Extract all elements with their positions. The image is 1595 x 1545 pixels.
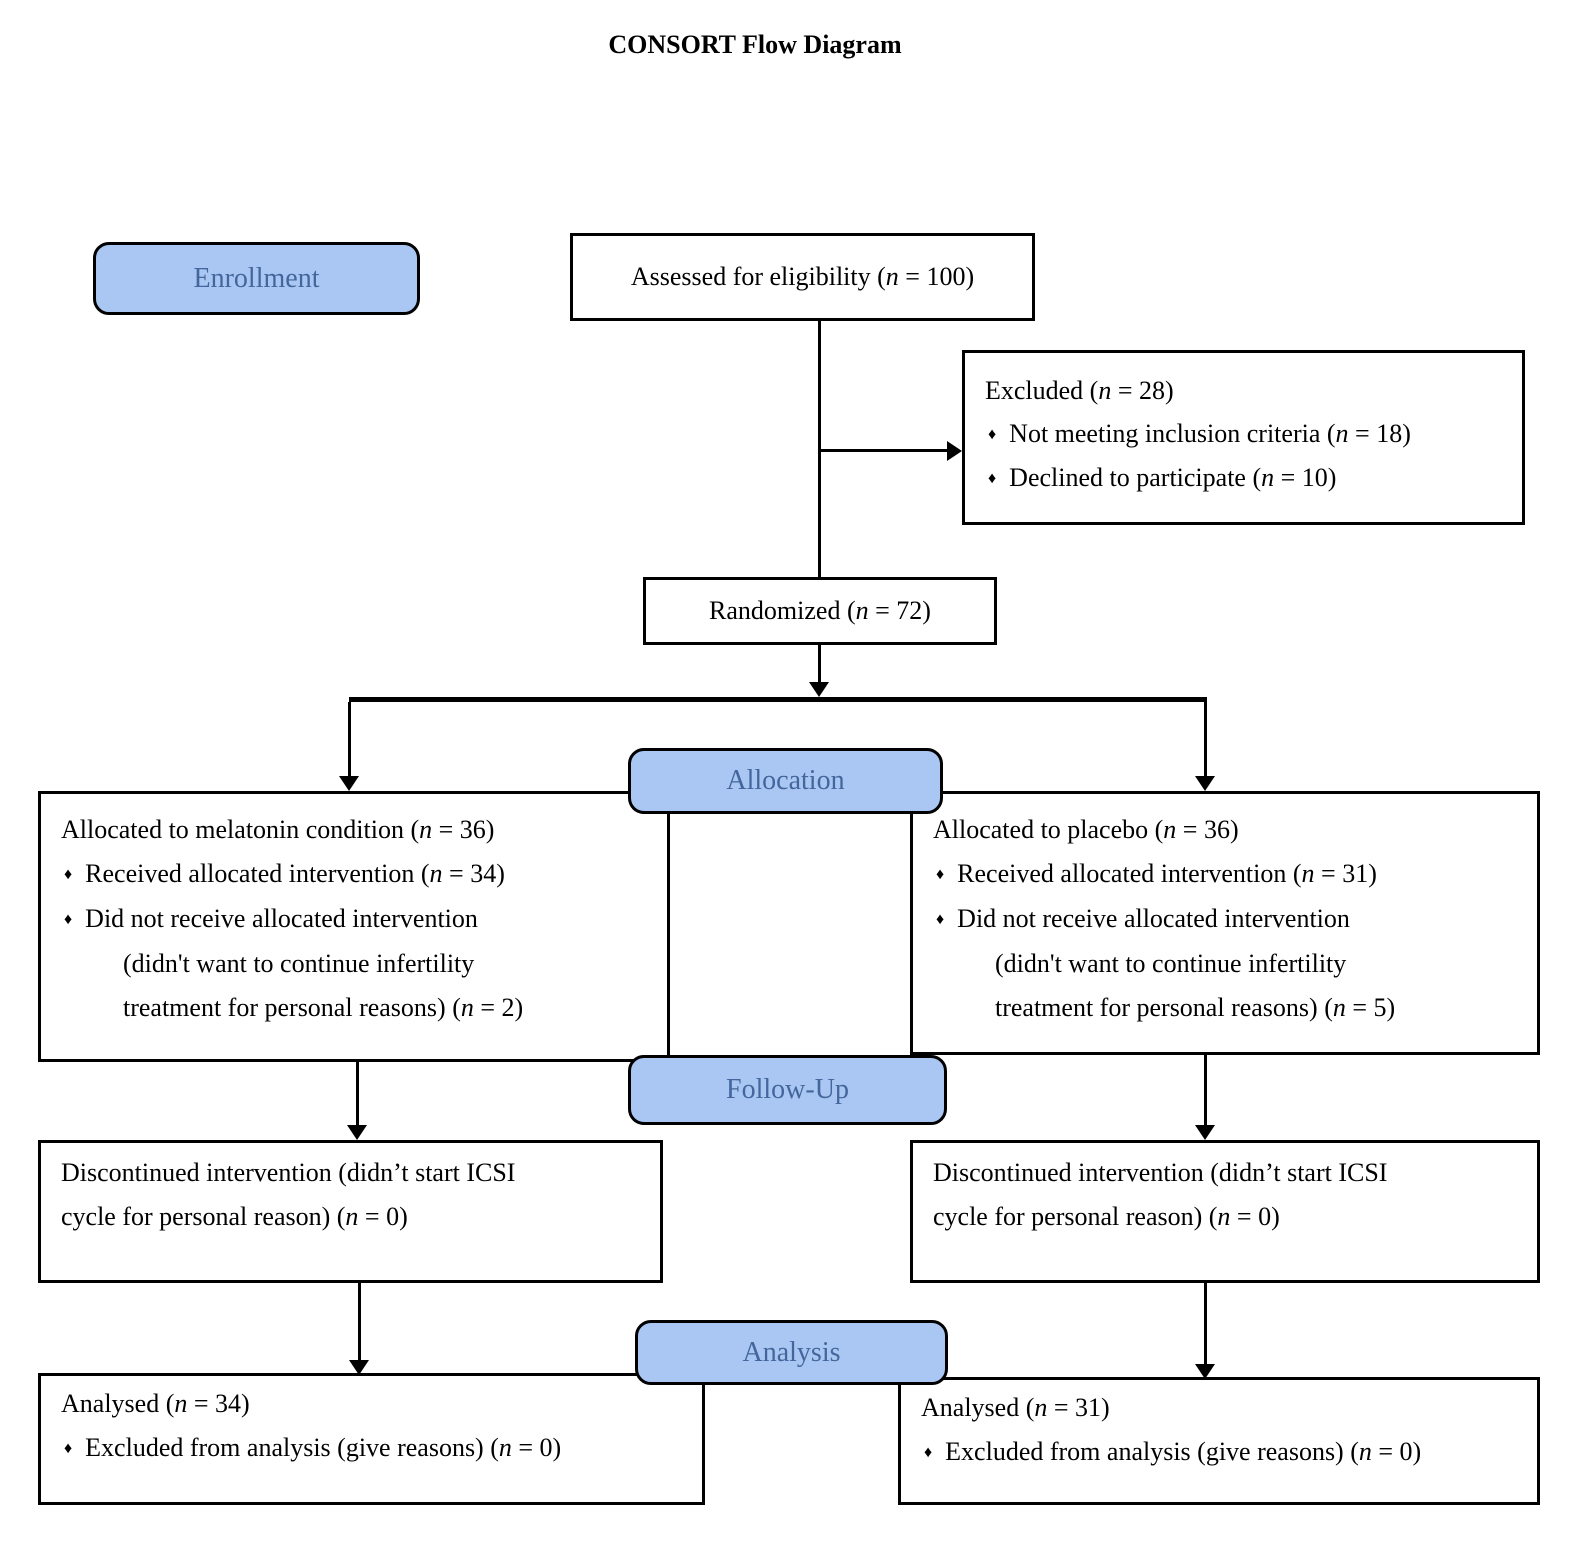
connector-branch-excluded [818,449,948,452]
split-line [349,697,1207,702]
box-line: ♦ Not meeting inclusion criteria (n = 18) [985,412,1512,456]
box-line-text: Did not receive allocated intervention [957,904,1350,933]
arrowhead-right-analysed [1195,1364,1215,1379]
arrowhead-excluded [947,441,962,461]
stage-label-analysis: Analysis [635,1320,948,1385]
box-line-text: Excluded from analysis (give reasons) (n… [945,1437,1422,1466]
stage-label-enrollment: Enrollment [93,242,420,315]
stage-label-text: Allocation [726,765,845,796]
connector-split-right-allocation [1204,702,1207,776]
box-line: ♦ Excluded from analysis (give reasons) (… [921,1430,1527,1475]
box-line: (didn't want to continue infertility [995,949,1347,978]
box-line: ♦ Excluded from analysis (give reasons) (… [61,1426,692,1471]
box-line: cycle for personal reason) (n = 0) [61,1202,408,1231]
arrowhead-left-discontinued [347,1125,367,1140]
box-line: Analysed (n = 34) [61,1389,250,1418]
diamond-bullet-icon: ♦ [988,470,997,487]
connector-assessed-randomized [818,320,821,577]
stage-label-followup: Follow-Up [628,1055,947,1125]
discontinued-right-box: Discontinued intervention (didn’t start … [910,1140,1540,1283]
box-line: cycle for personal reason) (n = 0) [933,1202,1280,1231]
diamond-bullet-icon: ♦ [64,911,73,928]
diamond-bullet-icon: ♦ [64,866,73,883]
connector-right-discontinued-analysed [1204,1283,1207,1364]
excluded-box: Excluded (n = 28) ♦ Not meeting inclusion… [962,350,1525,525]
box-line: Analysed (n = 31) [921,1393,1110,1422]
connector-split-left-allocation [348,702,351,776]
box-line-text: Did not receive allocated intervention [85,904,478,933]
box-line: treatment for personal reasons) (n = 2) [123,993,524,1022]
box-line: Excluded (n = 28) [985,376,1174,405]
analysed-left-box: Analysed (n = 34) ♦ Excluded from analysi… [38,1373,705,1505]
box-line: ♦ Did not receive allocated intervention [61,897,657,942]
box-line: treatment for personal reasons) (n = 5) [995,993,1396,1022]
box-line: ♦ Did not receive allocated intervention [933,897,1527,942]
stage-label-text: Enrollment [193,262,320,294]
box-line-text: Declined to participate (n = 10) [1009,463,1337,492]
stage-label-text: Follow-Up [726,1074,849,1105]
box-line: Allocated to placebo (n = 36) [933,815,1239,844]
arrowhead-split [809,682,829,697]
box-line-text: Excluded from analysis (give reasons) (n… [85,1433,562,1462]
randomized-box: Randomized (n = 72) [643,577,997,645]
diamond-bullet-icon: ♦ [936,911,945,928]
box-line: Discontinued intervention (didn’t start … [933,1158,1388,1187]
box-text: Assessed for eligibility (n = 100) [630,262,975,291]
connector-left-allocation-discontinued [356,1062,359,1125]
discontinued-left-box: Discontinued intervention (didn’t start … [38,1140,663,1283]
box-line-text: Not meeting inclusion criteria (n = 18) [1009,419,1411,448]
box-line: ♦ Received allocated intervention (n = 31… [933,852,1527,897]
box-line: Allocated to melatonin condition (n = 36… [61,815,495,844]
analysed-right-box: Analysed (n = 31) ♦ Excluded from analysi… [898,1377,1540,1505]
box-text: Randomized (n = 72) [709,596,931,625]
connector-randomized-split [818,645,821,683]
box-line: Discontinued intervention (didn’t start … [61,1158,516,1187]
box-line-text: Received allocated intervention (n = 31) [957,859,1377,888]
diagram-title: CONSORT Flow Diagram [608,30,902,59]
arrowhead-left-analysed [349,1360,369,1375]
assessed-eligibility-box: Assessed for eligibility (n = 100) [570,233,1035,321]
arrowhead-left-allocation [339,776,359,791]
box-line-text: Received allocated intervention (n = 34) [85,859,505,888]
connector-left-discontinued-analysed [358,1283,361,1360]
diamond-bullet-icon: ♦ [936,866,945,883]
box-line: ♦ Declined to participate (n = 10) [985,456,1512,500]
arrowhead-right-discontinued [1195,1125,1215,1140]
arrowhead-right-allocation [1195,776,1215,791]
stage-label-allocation: Allocation [628,748,943,814]
stage-label-text: Analysis [742,1336,841,1368]
diamond-bullet-icon: ♦ [64,1440,73,1457]
box-line: (didn't want to continue infertility [123,949,475,978]
allocated-melatonin-box: Allocated to melatonin condition (n = 36… [38,791,670,1062]
box-line: ♦ Received allocated intervention (n = 34… [61,852,657,897]
connector-right-allocation-discontinued [1204,1055,1207,1125]
diamond-bullet-icon: ♦ [924,1444,933,1461]
allocated-placebo-box: Allocated to placebo (n = 36) ♦ Received … [910,791,1540,1055]
diamond-bullet-icon: ♦ [988,426,997,443]
